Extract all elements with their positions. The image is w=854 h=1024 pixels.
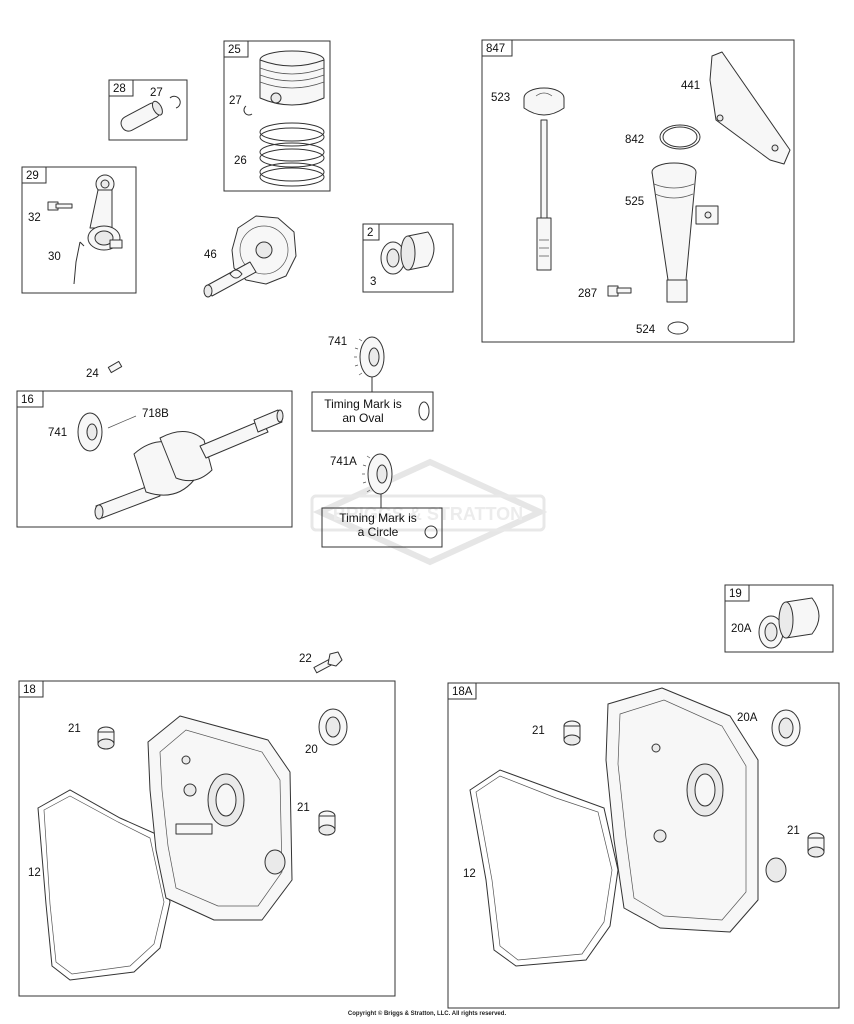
callout: 21 (68, 723, 81, 735)
connecting-rod (87, 174, 123, 251)
sump-bolt: 22 (299, 651, 343, 674)
piston-pin (120, 100, 163, 132)
oil-plug (563, 720, 581, 746)
callout: 20A (737, 712, 758, 724)
group-number: 2 (367, 227, 373, 239)
circle-mark (424, 525, 438, 539)
group-number: 28 (113, 83, 126, 95)
group-number: 847 (486, 43, 505, 55)
callout: 21 (532, 725, 545, 737)
callout: 287 (578, 288, 597, 300)
callout: 12 (28, 867, 41, 879)
group-18a: 18A 21 20A 21 12 (447, 682, 840, 1009)
oil-dipper (73, 241, 85, 285)
oval-mark (418, 401, 430, 421)
callout: 22 (299, 653, 312, 665)
callout: 3 (370, 276, 376, 288)
oil-plug (807, 832, 825, 858)
engine-sump (147, 715, 293, 921)
timing-gear-circle: 741A (330, 453, 393, 508)
group-16: 16 718B 741 (16, 390, 293, 528)
group-number: 16 (21, 394, 34, 406)
callout: 20A (731, 623, 752, 635)
callout: 26 (234, 155, 247, 167)
camshaft: 46 (203, 215, 297, 298)
note-line-2: a Circle (358, 525, 399, 539)
key: 24 (86, 360, 123, 380)
callout: 27 (150, 87, 163, 99)
watermark-logo: BRIGGS & STRATTON (310, 458, 548, 566)
callout: 741 (328, 336, 347, 348)
piston (259, 50, 325, 106)
crank-gear (77, 412, 103, 452)
callout: 21 (787, 825, 800, 837)
callout: 718B (142, 408, 169, 420)
piston-rings (259, 122, 325, 187)
callout: 21 (297, 802, 310, 814)
group-847: 847 523 441 842 525 287 (481, 39, 795, 343)
tube-bracket (709, 51, 791, 165)
timing-gear-oval: 741 (328, 336, 385, 392)
bracket-screw (607, 285, 632, 297)
callout: 20 (305, 744, 318, 756)
oil-plug (318, 810, 336, 836)
watermark-text: BRIGGS & STRATTON (333, 504, 523, 524)
group-number: 25 (228, 44, 241, 56)
callout: 524 (636, 324, 656, 336)
callout: 741A (330, 456, 357, 468)
dipstick-tube (651, 162, 719, 303)
oil-plug (97, 726, 115, 750)
dipstick (523, 87, 565, 271)
group-29: 29 32 30 (21, 166, 137, 294)
crankshaft (94, 409, 284, 520)
callout: 741 (48, 427, 67, 439)
engine-sump (605, 687, 787, 933)
callout: 32 (28, 212, 41, 224)
group-25: 25 27 26 (223, 40, 331, 192)
note-circle: Timing Mark is a Circle (321, 507, 443, 548)
note-line-2: an Oval (342, 411, 383, 425)
callout: 46 (204, 249, 217, 261)
oil-seal (318, 708, 348, 746)
copyright-text: Copyright © Briggs & Stratton, LLC. All … (347, 1011, 507, 1017)
callout: 27 (229, 95, 242, 107)
callout: 12 (463, 868, 476, 880)
sump-gasket (469, 769, 619, 967)
o-ring (659, 124, 701, 150)
oil-seal (771, 709, 801, 747)
callout: 525 (625, 196, 644, 208)
group-number: 29 (26, 170, 39, 182)
callout: 842 (625, 134, 644, 146)
callout: 24 (86, 368, 99, 380)
callout: 30 (48, 251, 61, 263)
group-number: 18A (452, 686, 473, 698)
sump-gasket (37, 789, 171, 981)
rod-bolt (47, 201, 73, 211)
group-2: 2 3 (362, 223, 454, 293)
group-19: 19 20A (724, 584, 834, 653)
callout: 441 (681, 80, 700, 92)
group-number: 18 (23, 684, 36, 696)
group-28: 28 27 (108, 79, 188, 141)
retainer-clip (169, 95, 181, 109)
group-number: 19 (729, 588, 742, 600)
note-oval: Timing Mark is an Oval (311, 391, 434, 432)
retainer-clip (243, 105, 253, 116)
callout: 523 (491, 92, 510, 104)
note-line-1: Timing Mark is (339, 511, 417, 525)
group-18: 18 21 20 21 12 (18, 680, 396, 997)
o-ring-small (667, 321, 689, 335)
note-line-1: Timing Mark is (324, 397, 402, 411)
